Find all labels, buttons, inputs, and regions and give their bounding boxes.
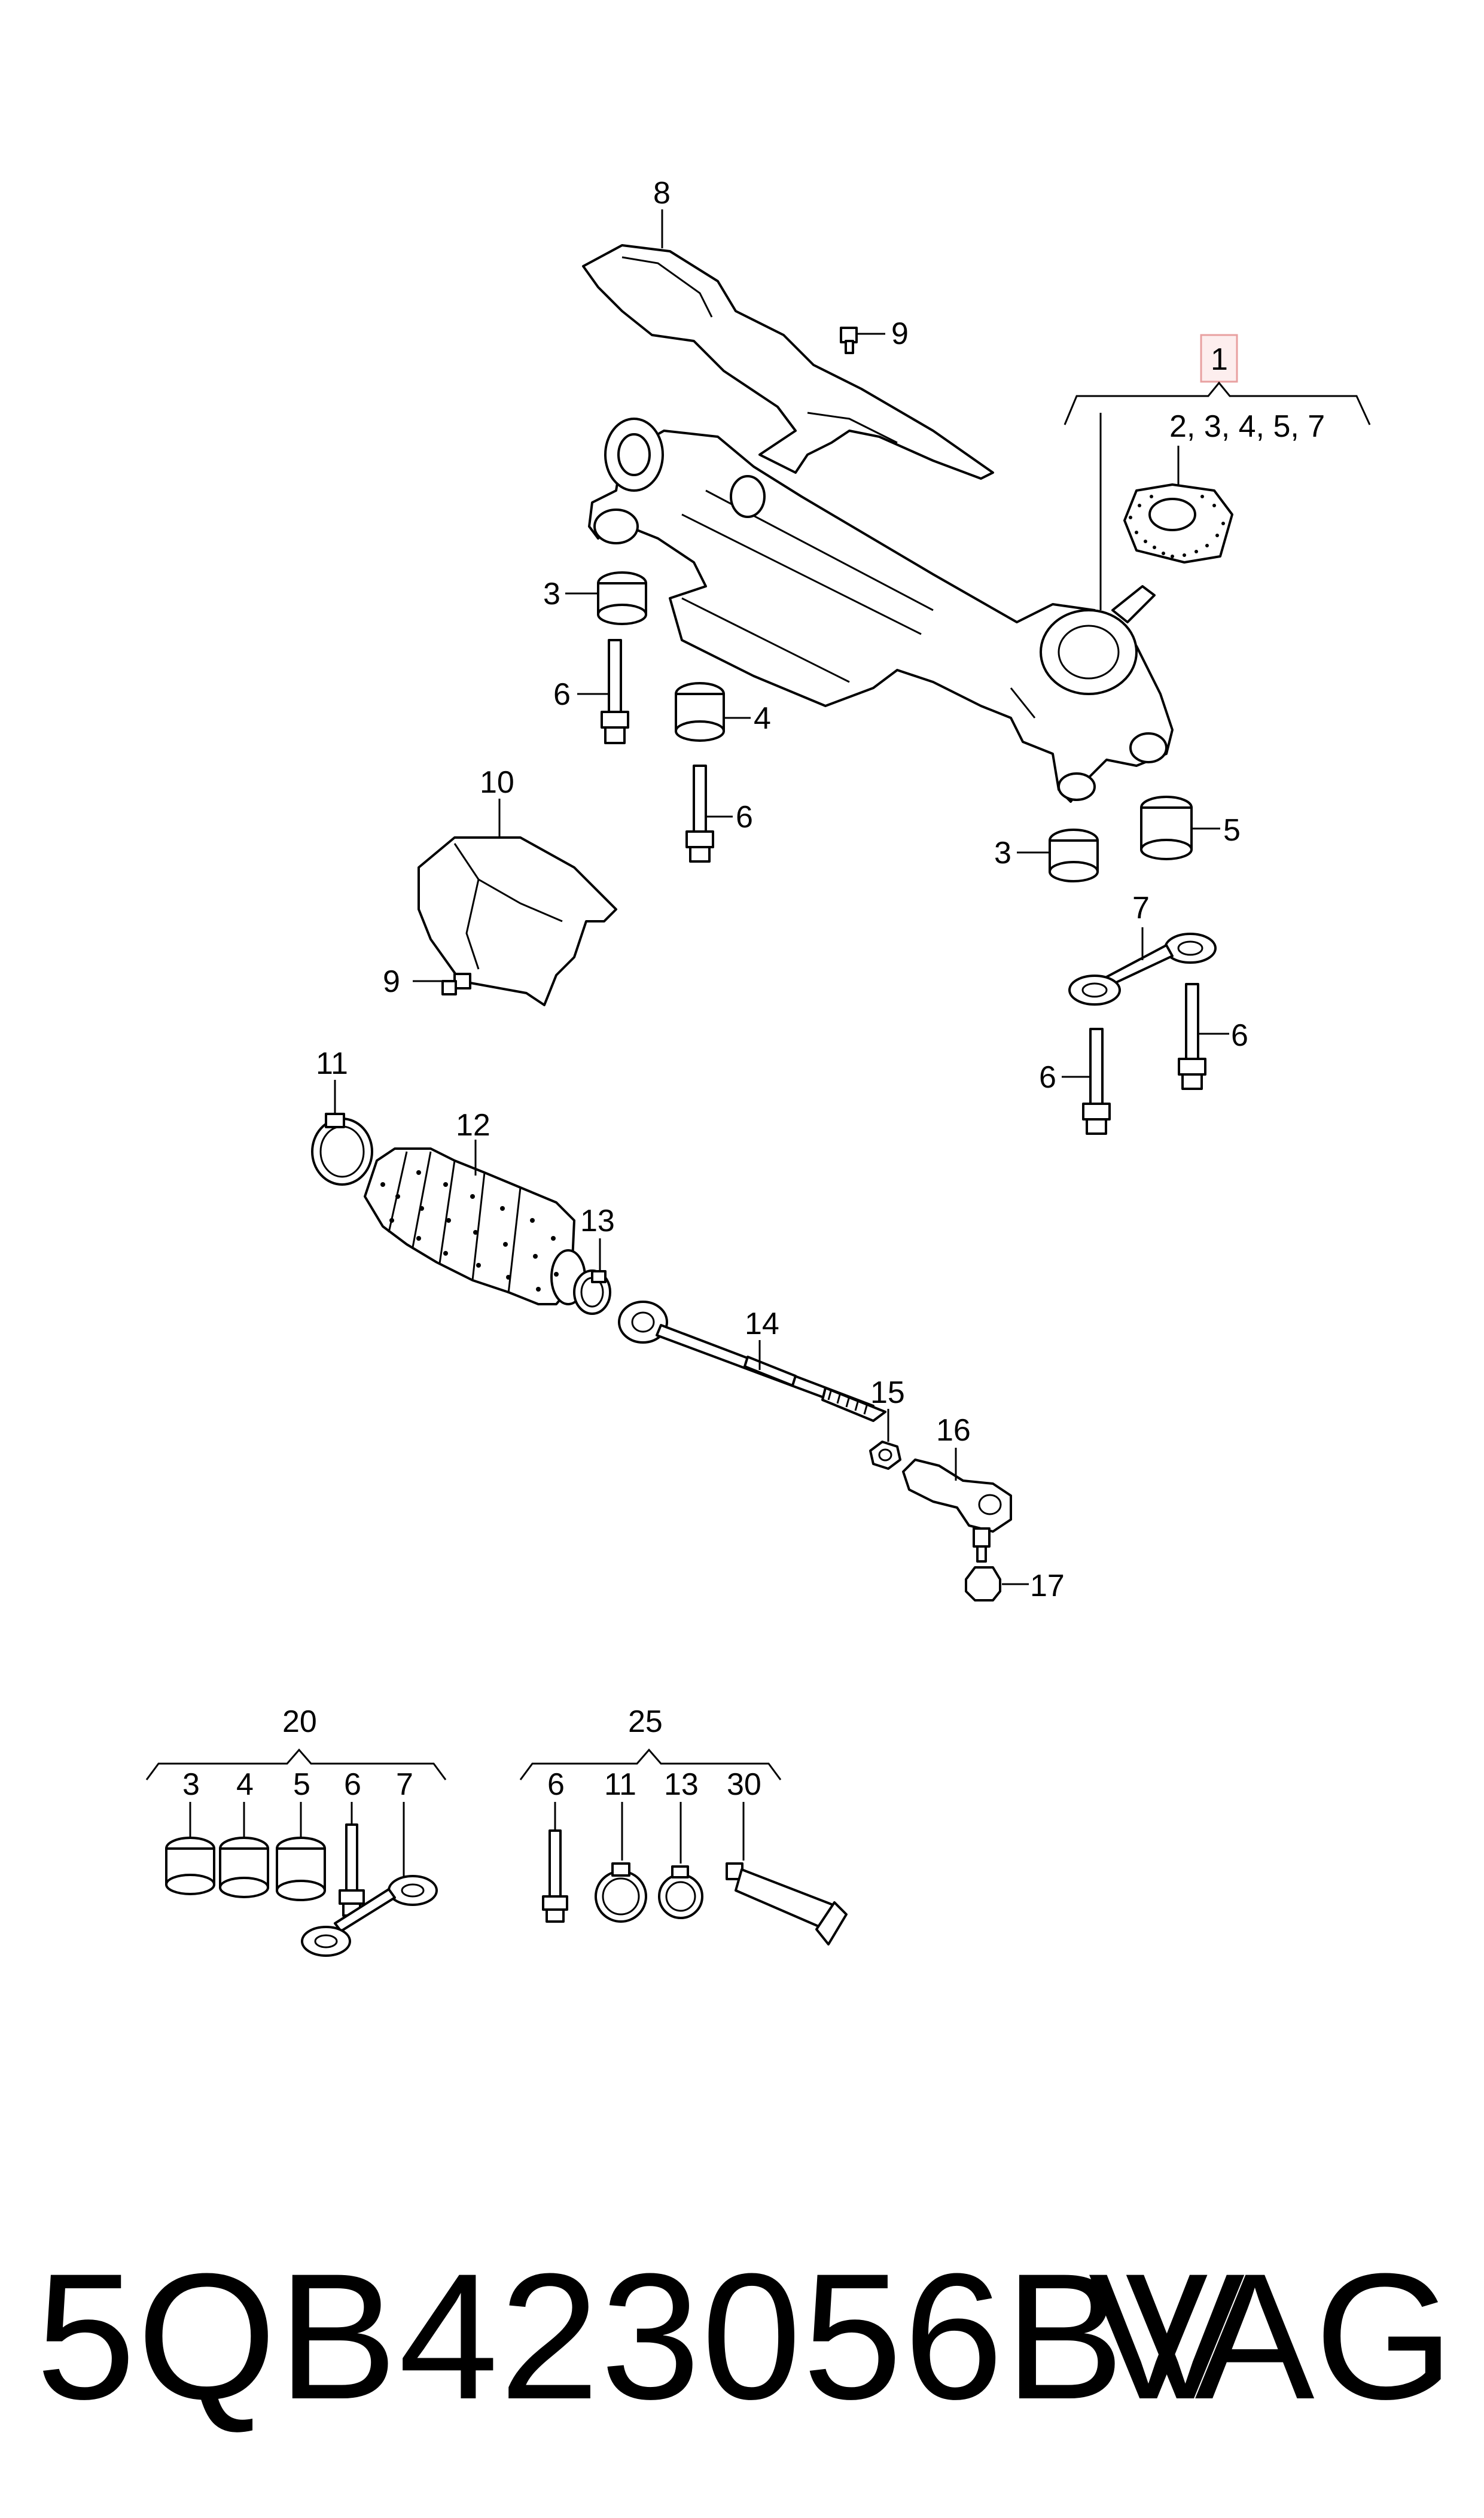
label-3-lower: 3 <box>994 836 1011 870</box>
label-1: 1 <box>1211 342 1228 377</box>
bushing-4 <box>675 682 725 742</box>
kit-20-item-3: 3 <box>182 1767 200 1802</box>
heat-shield-lower <box>418 836 617 1006</box>
bolt-6-left-a <box>601 639 629 744</box>
label-8: 8 <box>653 176 671 211</box>
label-3-upper: 3 <box>543 577 560 611</box>
kit-25: 25 6 11 13 30 <box>519 1704 848 1945</box>
clamp-11 <box>311 1113 373 1186</box>
kit-20-item-4: 4 <box>236 1767 254 1802</box>
bushing-3-lower <box>1049 829 1099 882</box>
label-4: 4 <box>754 701 771 736</box>
label-17: 17 <box>1030 1569 1065 1603</box>
steering-rack-assembly <box>588 418 1174 803</box>
bolt-9-upper <box>840 327 858 354</box>
label-9-upper: 9 <box>891 316 909 351</box>
kit-25-item-6: 6 <box>547 1767 565 1802</box>
tie-rod-14 <box>618 1301 886 1422</box>
kit-25-clamp-13 <box>658 1865 703 1919</box>
kit-20: 20 3 4 5 6 7 <box>145 1704 447 1957</box>
kit-25-grease-tube-30 <box>726 1862 848 1945</box>
label-13: 13 <box>580 1204 615 1238</box>
clamp-13 <box>573 1269 611 1315</box>
kit-25-bolt-6 <box>542 1829 568 1923</box>
kit-20-item-6: 6 <box>344 1767 361 1802</box>
kit-20-bolt-6 <box>339 1823 365 1917</box>
brand-name: VAG <box>1088 2236 1454 2437</box>
label-5: 5 <box>1223 813 1241 848</box>
kit-20-title: 20 <box>282 1704 317 1739</box>
label-14: 14 <box>745 1307 779 1341</box>
kit-20-item-7: 7 <box>396 1767 413 1802</box>
label-1-sublist: 2, 3, 4, 5, 7 <box>1169 409 1325 444</box>
label-11: 11 <box>316 1046 348 1081</box>
kit-20-plate-7 <box>301 1875 438 1957</box>
kit-20-item-5: 5 <box>293 1767 310 1802</box>
label-12: 12 <box>456 1108 490 1143</box>
kit-25-clamp-11 <box>595 1862 647 1923</box>
tie-rod-end-16 <box>902 1459 1012 1563</box>
label-6-right-b: 6 <box>1039 1060 1056 1095</box>
bolt-6-right-b <box>1082 1028 1111 1135</box>
kit-25-item-30: 30 <box>727 1767 761 1802</box>
bushing-3-upper <box>597 571 647 625</box>
label-10: 10 <box>480 765 514 800</box>
footer: 5QB423056BV VAG <box>0 2237 1484 2435</box>
bolt-9-lower <box>441 973 471 995</box>
rack-damper-block <box>1123 483 1233 564</box>
kit-25-item-13: 13 <box>664 1767 699 1802</box>
label-9-lower: 9 <box>383 964 400 999</box>
kit-20-bushing-5 <box>276 1837 326 1901</box>
kit-20-bushing-4 <box>219 1837 269 1898</box>
bolt-6-right-a <box>1178 983 1206 1090</box>
bushing-5 <box>1140 796 1193 860</box>
bolt-6-center <box>685 765 714 863</box>
part-number: 5QB423056BV <box>36 2236 1247 2437</box>
plate-7 <box>1068 933 1217 1006</box>
label-16: 16 <box>936 1413 971 1448</box>
highlight-box-1 <box>1200 334 1238 383</box>
kit-25-title: 25 <box>628 1704 663 1739</box>
label-15: 15 <box>870 1375 905 1410</box>
kit-25-item-11: 11 <box>604 1767 636 1802</box>
label-6-right-a: 6 <box>1231 1018 1248 1053</box>
kit-20-bushing-3 <box>165 1837 215 1895</box>
label-7: 7 <box>1132 891 1150 925</box>
nut-17 <box>965 1566 1001 1601</box>
label-6-left-a: 6 <box>553 677 571 712</box>
label-6-center: 6 <box>736 800 753 835</box>
nut-15 <box>869 1441 901 1470</box>
heat-shield-upper <box>582 244 994 480</box>
